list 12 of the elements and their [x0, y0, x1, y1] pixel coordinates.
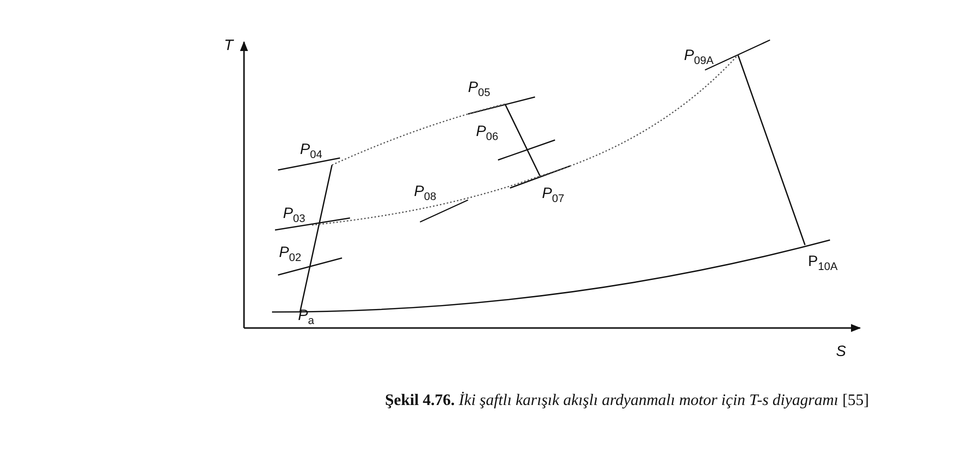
figure-caption: Şekil 4.76. İki şaftlı karışık akışlı ardyanmalı motor için T-s diyagramı [55]	[385, 392, 869, 410]
axis-label: S	[836, 344, 846, 360]
state-label: P$_{06}$	[476, 124, 498, 145]
state-label: P$_{08}$	[414, 184, 436, 205]
state-label: P$_{09A}$	[684, 48, 714, 69]
state-label: P$_{07}$	[542, 186, 564, 207]
state-label: P$_{02}$	[279, 245, 302, 266]
state-label: P$_{03}$	[283, 206, 306, 227]
state-label: P$_{10A}$	[808, 254, 838, 275]
state-label: P$_{05}$	[468, 80, 490, 101]
axis-label: T	[224, 38, 234, 54]
state-label: P$_{04}$	[300, 142, 322, 163]
